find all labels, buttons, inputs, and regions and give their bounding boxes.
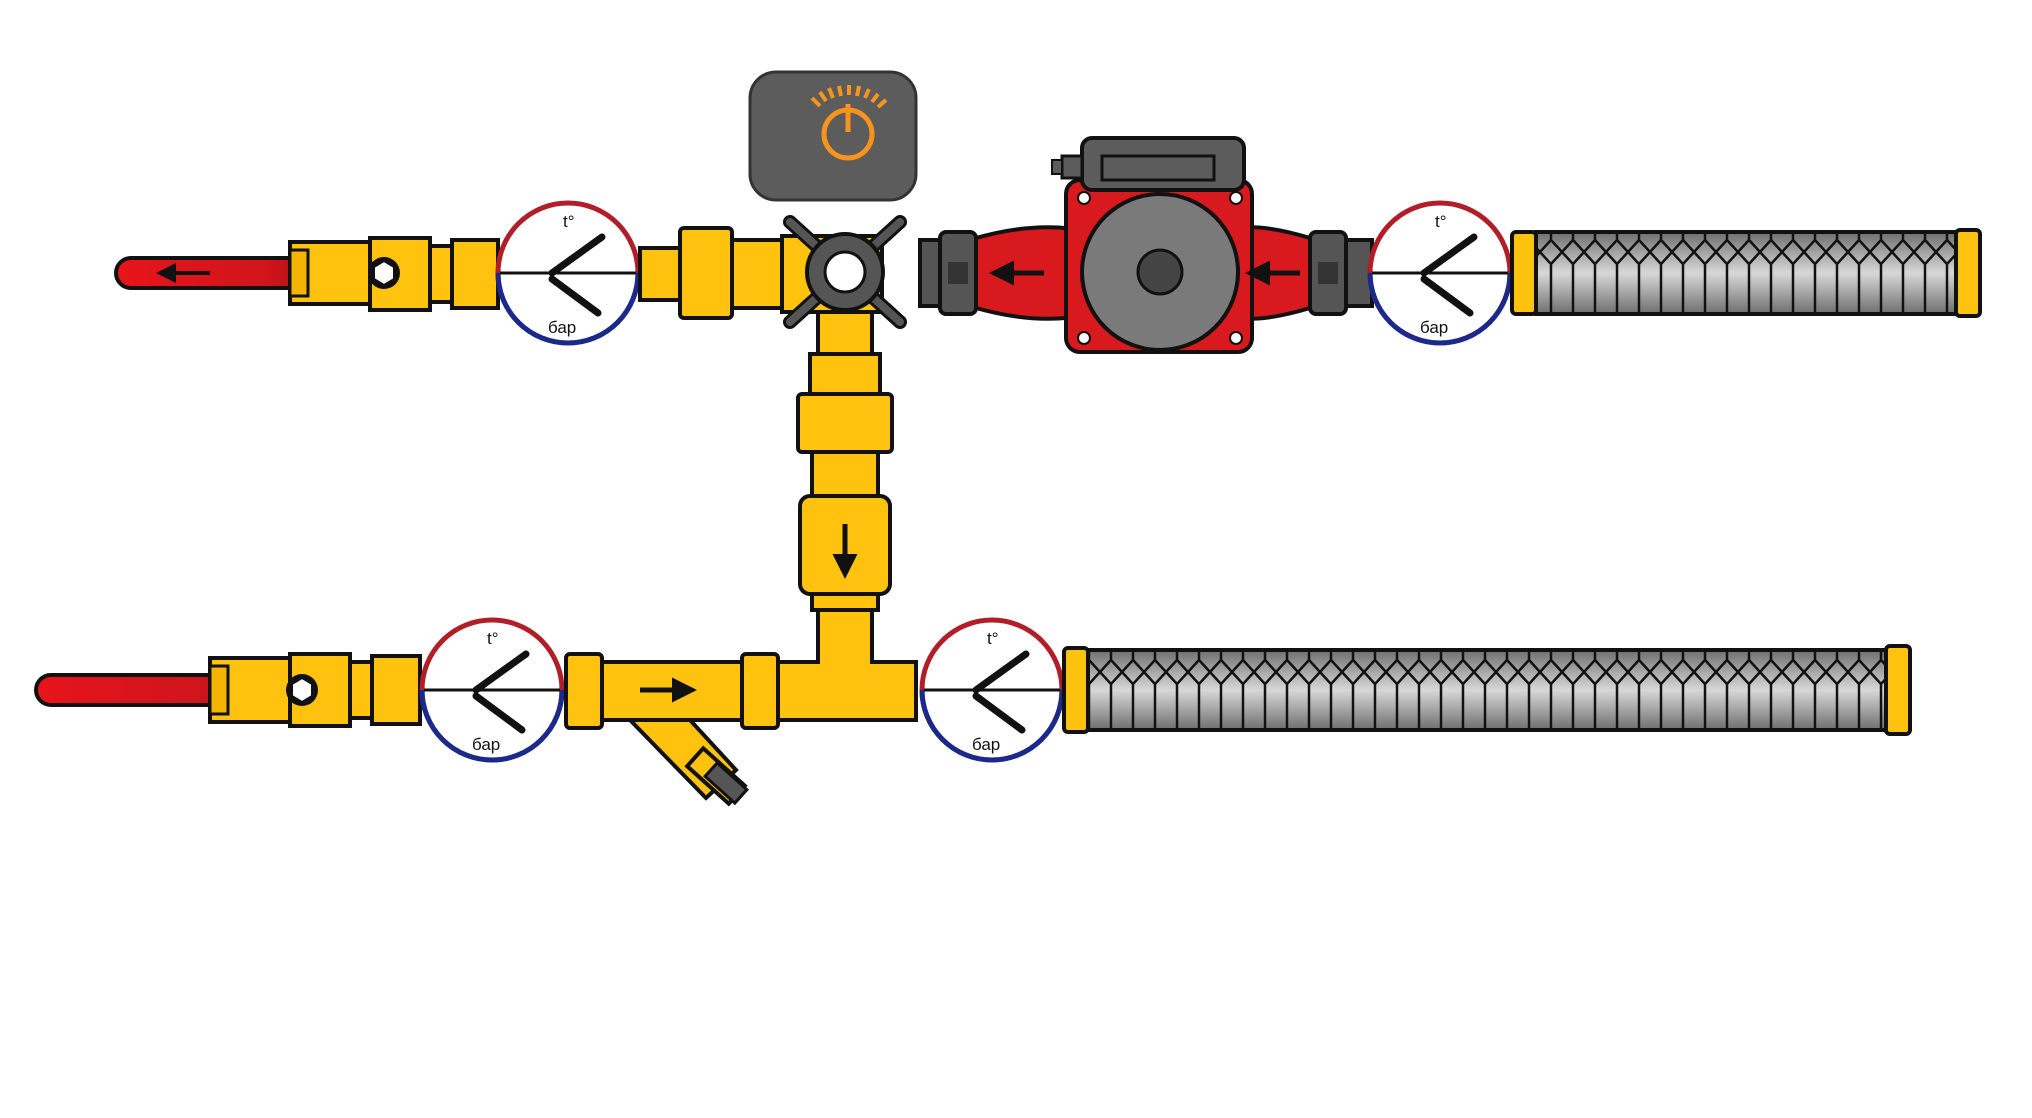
bottom-left-gauge: t° бар bbox=[419, 617, 565, 763]
y-strainer bbox=[564, 652, 780, 807]
top-supply-line: t° бар bbox=[114, 70, 1982, 354]
pressure-label: бар bbox=[548, 318, 576, 337]
thermostat-knob-icon bbox=[810, 85, 888, 161]
pressure-label: бар bbox=[972, 735, 1000, 754]
pump-right-union bbox=[1308, 230, 1374, 316]
top-valve-hex-nut-icon bbox=[368, 257, 400, 289]
three-way-mixing-valve[interactable] bbox=[780, 215, 907, 329]
pressure-label: бар bbox=[1420, 318, 1448, 337]
circulation-pump[interactable] bbox=[974, 136, 1312, 354]
bottom-tee bbox=[776, 608, 918, 722]
bottom-right-gauge: t° бар bbox=[919, 617, 1065, 763]
pump-left-union bbox=[918, 230, 978, 316]
temp-label: t° bbox=[563, 212, 575, 231]
bottom-flexible-hose bbox=[1062, 644, 1912, 736]
top-left-gauge: t° бар bbox=[495, 200, 641, 346]
bottom-return-line: t° бар t° бар bbox=[34, 608, 1912, 807]
bottom-valve-hex-nut-icon bbox=[286, 674, 318, 706]
bypass-check-valve bbox=[798, 494, 892, 596]
temp-label: t° bbox=[987, 629, 999, 648]
bottom-ball-valve[interactable] bbox=[208, 652, 422, 728]
top-right-gauge: t° бар bbox=[1367, 200, 1513, 346]
temp-label: t° bbox=[487, 629, 499, 648]
top-flexible-hose bbox=[1510, 228, 1982, 318]
vertical-bypass bbox=[796, 310, 894, 612]
temp-label: t° bbox=[1435, 212, 1447, 231]
top-union-fitting bbox=[638, 226, 784, 320]
pressure-label: бар bbox=[472, 735, 500, 754]
thermostat-controller[interactable] bbox=[748, 70, 918, 202]
top-ball-valve[interactable] bbox=[288, 236, 500, 312]
